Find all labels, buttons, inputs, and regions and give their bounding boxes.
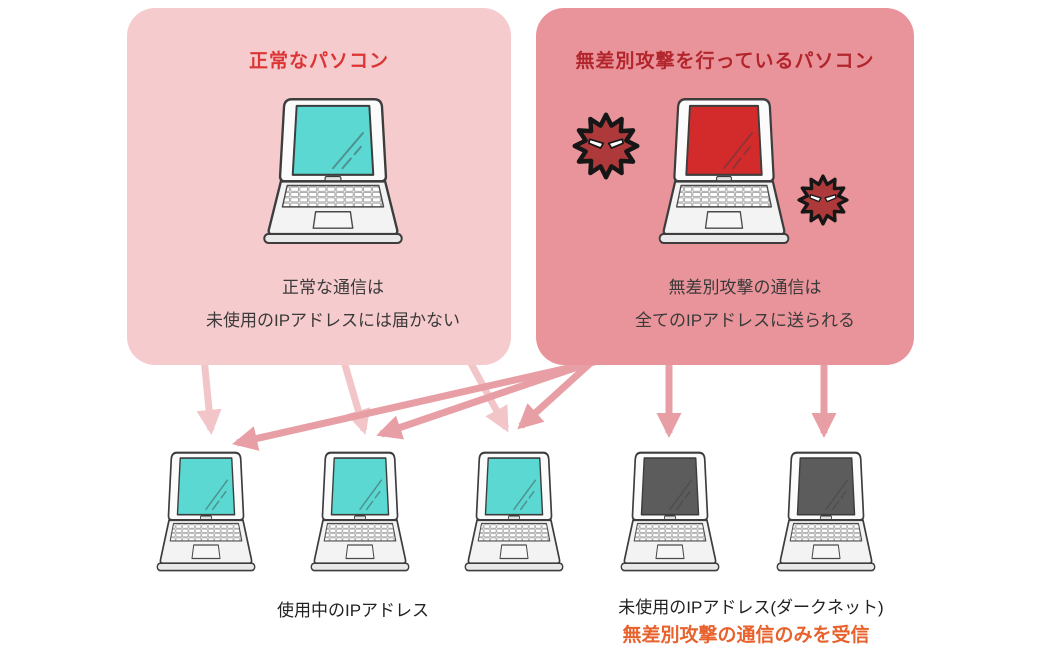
- used-ip-laptop-1: [156, 451, 256, 572]
- used-ip-laptop-3: [464, 451, 564, 572]
- attack-arrow-to-used-1: [232, 354, 613, 451]
- normal-pc-caption: 正常な通信は 未使用のIPアドレスには届かない: [141, 271, 525, 337]
- normal-arrow-to-used-2: [339, 357, 371, 435]
- used-ip-label: 使用中のIPアドレス: [276, 601, 430, 620]
- attack-arrow-to-used-2: [376, 354, 606, 440]
- attacker-pc-caption: 無差別攻撃の通信は 全てのIPアドレスに送られる: [556, 271, 934, 337]
- virus-icon: [572, 112, 640, 180]
- darknet-label: 未使用のIPアドレス(ダークネット): [618, 598, 884, 617]
- attack-arrow-to-used-3: [517, 355, 599, 430]
- used-ip-laptop-2: [310, 451, 410, 572]
- attacker-laptop-icon: [658, 98, 790, 245]
- normal-arrow-to-used-3: [464, 356, 510, 433]
- attacker-caption-line2: 全てのIPアドレスに送られる: [634, 311, 856, 330]
- virus-icon: [797, 174, 849, 226]
- attacker-pc-title: 無差別攻撃を行っているパソコン: [575, 51, 875, 72]
- darknet-highlight-label: 無差別攻撃の通信のみを受信: [622, 625, 870, 646]
- normal-laptop-icon: [263, 98, 403, 245]
- normal-caption-line2: 未使用のIPアドレスには届かない: [205, 311, 461, 330]
- darknet-laptop-1: [620, 451, 720, 572]
- normal-caption-line1: 正常な通信は: [282, 278, 384, 297]
- normal-arrow-to-used-1: [196, 357, 222, 436]
- attacker-pc-panel: 無差別攻撃を行っているパソコン 無差別攻撃の通信は 全てのIPアドレスに送られる: [536, 8, 914, 365]
- darknet-laptop-2: [776, 451, 876, 572]
- normal-pc-panel: 正常なパソコン 正常な通信は 未使用のIPアドレスには届かない: [127, 8, 511, 365]
- normal-pc-title: 正常なパソコン: [248, 51, 389, 72]
- attacker-caption-line1: 無差別攻撃の通信は: [668, 278, 822, 297]
